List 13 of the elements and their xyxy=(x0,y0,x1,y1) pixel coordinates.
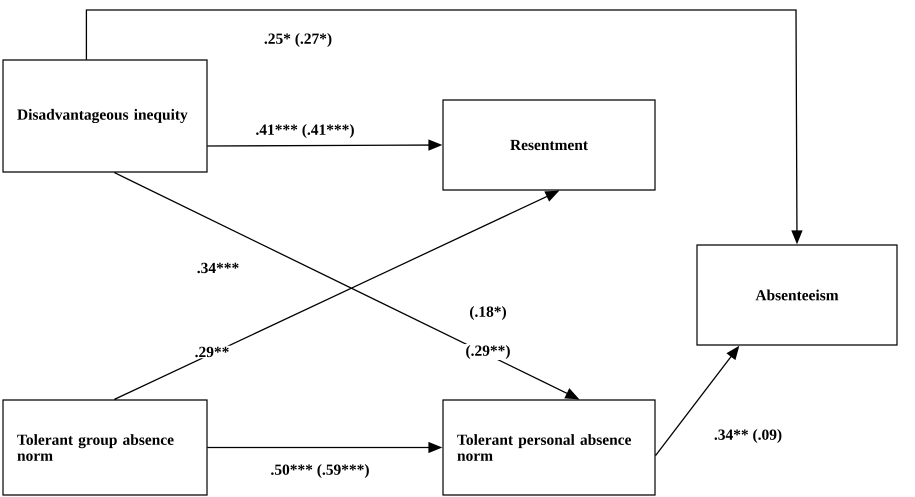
edge-label: .41*** (.41***) xyxy=(254,123,356,139)
edge-label: .50*** (.59***) xyxy=(269,463,371,479)
edge-label: .34** (.09) xyxy=(712,428,784,444)
edge-label: .25* (.27*) xyxy=(262,32,334,48)
coefficient-label: (.29**) xyxy=(464,344,512,360)
box: Tolerant personal absence norm xyxy=(442,399,656,496)
coefficient-label: (.18*) xyxy=(468,305,508,321)
box: Resentment xyxy=(442,99,656,191)
box: Absenteeism xyxy=(696,244,898,346)
edge-label: .29** xyxy=(194,346,230,358)
box: Tolerant group absence norm xyxy=(2,399,208,496)
box: Disadvantageous inequity xyxy=(2,59,208,173)
edge-label: .34*** xyxy=(196,262,240,274)
